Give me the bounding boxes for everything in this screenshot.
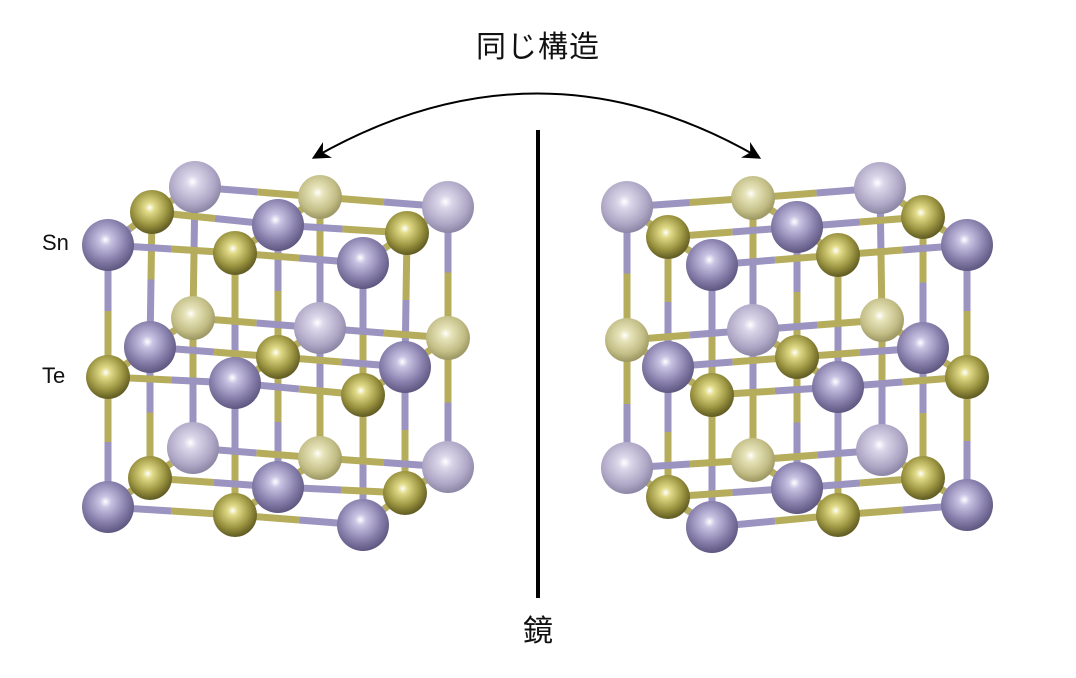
sn-atom [856,424,908,476]
te-atom [816,493,860,537]
te-atom [901,195,945,239]
sn-atom [379,341,431,393]
sn-atom [941,479,993,531]
sn-atom [897,322,949,374]
sn-atom [337,499,389,551]
te-atom-label: Te [42,363,66,388]
sn-atom [422,441,474,493]
double-arrow [311,92,762,159]
sn-atom [422,181,474,233]
te-atom [690,373,734,417]
te-atom [775,335,819,379]
curved-arrow-icon [311,92,762,159]
sn-atom [209,357,261,409]
sn-atom [601,442,653,494]
right-crystal-atoms [601,162,993,553]
sn-atom [686,501,738,553]
te-atom [213,231,257,275]
sn-atom [642,341,694,393]
sn-atom [82,219,134,271]
sn-atom-label: Sn [42,230,69,255]
sn-atom [124,321,176,373]
sn-atom [771,201,823,253]
sn-atom [82,481,134,533]
sn-atom [252,199,304,251]
sn-atom [771,462,823,514]
sn-atom [167,422,219,474]
title-same-structure: 同じ構造 [476,30,600,65]
te-atom [130,190,174,234]
te-atom [86,355,130,399]
te-atom [298,175,342,219]
te-atom [646,475,690,519]
te-atom [385,211,429,255]
te-atom [426,316,470,360]
te-atom [171,296,215,340]
sn-atom [727,304,779,356]
te-atom [646,215,690,259]
te-atom [383,471,427,515]
te-atom [298,436,342,480]
sn-atom [854,162,906,214]
sn-atom [337,237,389,289]
left-crystal-atoms [82,161,474,551]
te-atom [860,298,904,342]
sn-atom [294,302,346,354]
te-atom [128,456,172,500]
te-atom [605,318,649,362]
te-atom [256,335,300,379]
te-atom [945,355,989,399]
te-atom [731,438,775,482]
sn-atom [601,181,653,233]
te-atom [731,176,775,220]
sn-atom [941,219,993,271]
te-atom [901,456,945,500]
te-atom [213,493,257,537]
te-atom [816,233,860,277]
sn-atom [686,239,738,291]
sn-atom [812,361,864,413]
sn-atom [169,161,221,213]
te-atom [341,373,385,417]
sn-atom [252,461,304,513]
mirror-label: 鏡 [523,614,553,649]
